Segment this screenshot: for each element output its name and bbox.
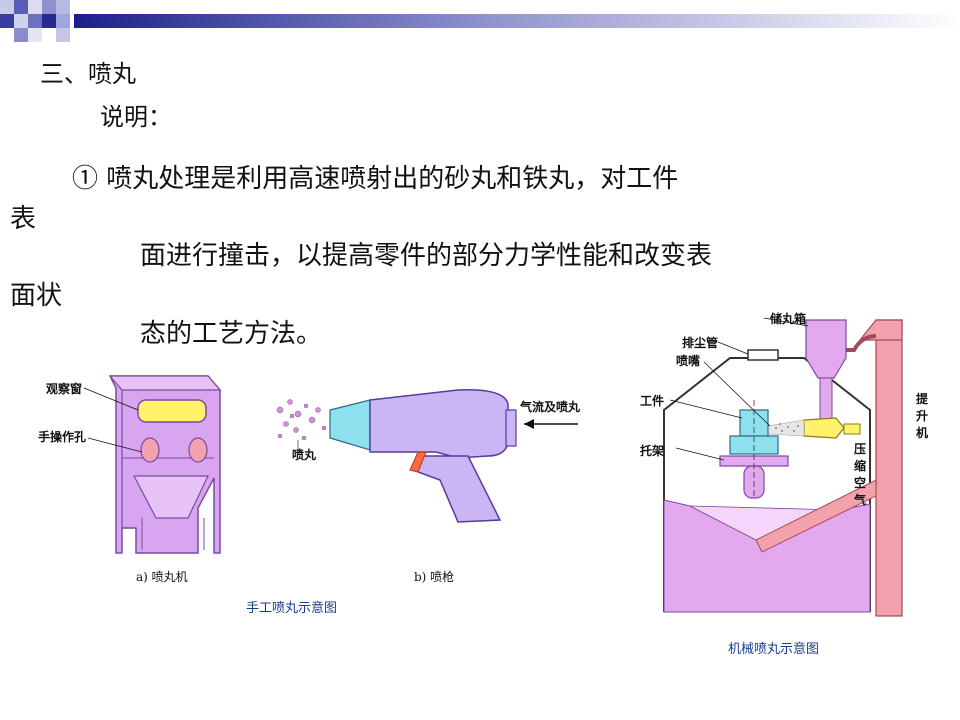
label-compressed-air-char-2: 缩 xyxy=(854,459,867,473)
top-decoration-bar xyxy=(0,0,960,46)
label-hand-hole: 手操作孔 xyxy=(38,430,87,444)
label-compressed-air-char-4: 气 xyxy=(854,493,867,507)
label-shot: 喷丸 xyxy=(292,448,317,462)
label-bracket: 托架 xyxy=(640,444,665,458)
shot-particles xyxy=(276,399,327,441)
caption-b: b) 喷枪 xyxy=(414,570,455,584)
gun-body xyxy=(369,389,509,459)
label-airflow: 气流及喷丸 xyxy=(520,400,581,414)
dust-pipe xyxy=(747,349,779,361)
mechanical-peening-figure xyxy=(640,300,940,618)
paragraph-line-4: 面状 xyxy=(10,281,63,311)
airflow-arrow xyxy=(524,419,534,429)
label-elevator-char-2: 升 xyxy=(916,409,929,423)
label-dust-pipe: 排尘管 xyxy=(682,336,719,350)
paragraph-line-5: 态的工艺方法。 xyxy=(140,319,323,349)
nozzle xyxy=(803,417,845,439)
label-hopper: 储丸箱 xyxy=(770,312,807,326)
shot-hopper xyxy=(805,319,847,379)
slide-subtitle: 说明： xyxy=(100,103,172,131)
label-elevator-char-3: 机 xyxy=(916,426,929,440)
label-nozzle: 喷嘴 xyxy=(676,354,701,368)
label-compressed-air-char-3: 空 xyxy=(854,476,867,490)
elevator xyxy=(875,319,903,617)
hand-hole-left xyxy=(140,437,160,463)
label-compressed-air-char-1: 压 xyxy=(854,442,867,456)
label-compressed-air: 压 缩 空 气 xyxy=(854,440,870,508)
paragraph-line-2: 表 xyxy=(10,204,37,234)
caption-mechanical: 机械喷丸示意图 xyxy=(728,642,820,657)
observation-window xyxy=(137,399,207,423)
label-elevator-char-1: 提 xyxy=(916,392,929,406)
shot-blast-cabinet-figure xyxy=(38,368,238,568)
paragraph-line-1: ① 喷丸处理是利用高速喷射出的砂丸和铁丸，对工件 xyxy=(72,164,679,194)
gun-nozzle xyxy=(329,399,371,451)
label-elevator: 提 升 机 xyxy=(916,390,932,441)
hand-hole-right xyxy=(188,437,208,463)
slide-title: 三、喷丸 xyxy=(40,60,136,88)
label-observation-window: 观察窗 xyxy=(46,382,83,396)
paragraph-line-3: 面进行撞击，以提高零件的部分力学性能和改变表 xyxy=(140,241,713,271)
top-gradient-squares xyxy=(0,0,960,42)
caption-manual: 手工喷丸示意图 xyxy=(246,601,338,616)
gun-trigger xyxy=(409,451,427,473)
gun-grip xyxy=(417,455,502,523)
caption-a: a) 喷丸机 xyxy=(136,570,188,584)
shot-gun-figure xyxy=(268,380,598,540)
label-workpiece: 工件 xyxy=(640,394,665,408)
